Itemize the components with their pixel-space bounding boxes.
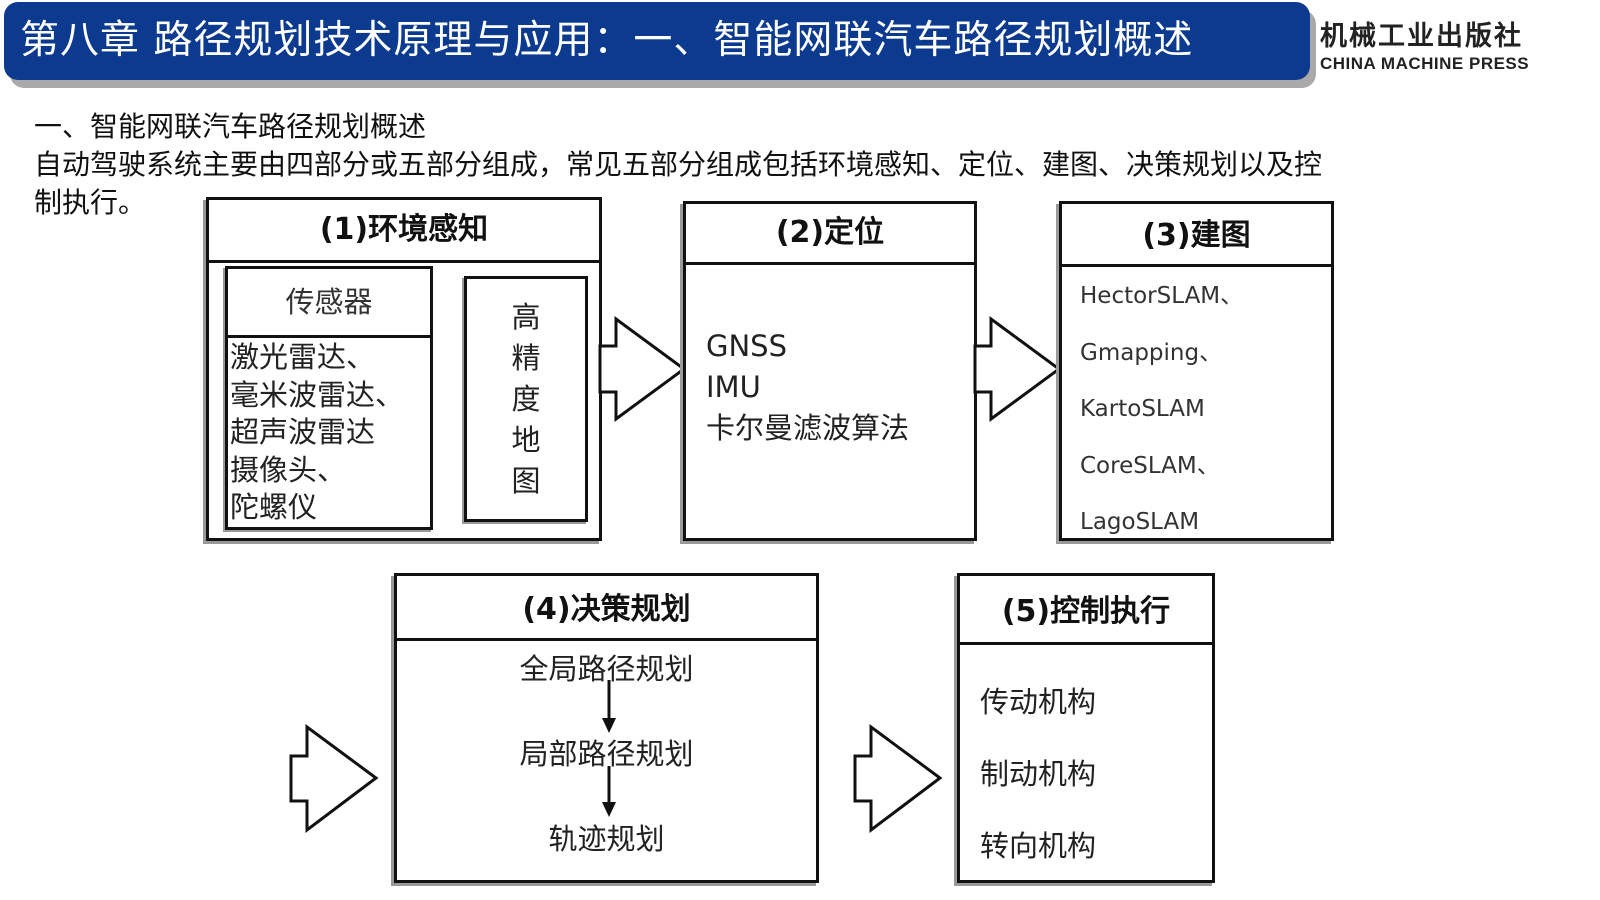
mapping-item: Gmapping、 [1080,339,1223,366]
section-heading: 一、智能网联汽车路径规划概述 [34,110,427,143]
flow-arrow-icon [598,316,687,422]
hd-map-label: 高 精 度 地 图 [467,297,585,502]
localization-list: GNSS IMU 卡尔曼滤波算法 [706,326,909,449]
down-arrow-icon [602,680,616,733]
slide-title: 第八章 路径规划技术原理与应用：一、智能网联汽车路径规划概述 [20,18,1194,63]
intro-text: 一、智能网联汽车路径规划概述 自动驾驶系统主要由四部分或五部分组成，常见五部分组… [34,108,1322,222]
localization-item: GNSS [706,329,787,363]
down-arrow-icon [602,766,616,817]
box-mapping: (3)建图 HectorSLAM、 Gmapping、 KartoSLAM Co… [1059,201,1334,541]
sensor-panel: 传感器 激光雷达、 毫米波雷达、 超声波雷达 摄像头、 陀螺仪 [225,266,433,530]
hd-map-char: 地 [511,423,541,457]
sensor-item: 激光雷达、 [230,340,376,374]
control-item: 制动机构 [980,757,1097,791]
planning-step: 全局路径规划 [519,652,694,686]
planning-step: 轨迹规划 [548,822,665,856]
box-environment-perception: (1)环境感知 传感器 激光雷达、 毫米波雷达、 超声波雷达 摄像头、 陀螺仪 … [206,197,602,541]
intro-line-1: 自动驾驶系统主要由四部分或五部分组成，常见五部分组成包括环境感知、定位、建图、决… [34,148,1323,181]
publisher-name-en: CHINA MACHINE PRESS [1320,54,1530,73]
hd-map-char: 精 [511,341,541,375]
mapping-list: HectorSLAM、 Gmapping、 KartoSLAM CoreSLAM… [1080,268,1243,551]
planning-step: 局部路径规划 [519,737,694,771]
hd-map-char: 度 [511,382,541,416]
hd-map-char: 高 [511,300,541,334]
mapping-item: CoreSLAM、 [1080,452,1220,479]
sensor-item: 陀螺仪 [230,490,318,524]
flow-arrow-icon [853,724,943,834]
box-title: (2)定位 [686,204,974,265]
sensor-list: 激光雷达、 毫米波雷达、 超声波雷达 摄像头、 陀螺仪 [230,339,404,527]
header-banner: 第八章 路径规划技术原理与应用：一、智能网联汽车路径规划概述 [4,2,1310,80]
box-title: (5)控制执行 [960,576,1212,645]
control-list: 传动机构 制动机构 转向机构 [980,666,1096,882]
box-title: (1)环境感知 [209,200,599,263]
mapping-item: KartoSLAM [1080,396,1205,422]
flow-arrow-icon [973,316,1062,422]
publisher-name-cn: 机械工业出版社 [1320,21,1523,52]
sensor-item: 超声波雷达 [230,415,376,449]
publisher-logo: 机械工业出版社 CHINA MACHINE PRESS [1320,22,1596,74]
box-title: (3)建图 [1062,204,1331,267]
localization-item: IMU [706,370,761,404]
mapping-item: LagoSLAM [1080,509,1200,535]
sensor-item: 摄像头、 [230,452,347,487]
control-item: 转向机构 [980,829,1097,863]
box-decision-planning: (4)决策规划 全局路径规划 局部路径规划 轨迹规划 [394,573,819,883]
sensor-title: 传感器 [228,269,430,338]
intro-line-2: 制执行。 [34,186,147,219]
box-localization: (2)定位 GNSS IMU 卡尔曼滤波算法 [683,201,977,541]
hd-map-char: 图 [511,464,541,498]
box-title: (4)决策规划 [397,576,816,641]
localization-item: 卡尔曼滤波算法 [706,411,910,445]
flow-arrow-icon [289,724,379,834]
mapping-item: HectorSLAM、 [1080,283,1244,309]
hd-map-panel: 高 精 度 地 图 [464,276,588,522]
control-item: 传动机构 [980,685,1097,719]
box-control-execution: (5)控制执行 传动机构 制动机构 转向机构 [957,573,1215,883]
sensor-item: 毫米波雷达、 [230,377,405,412]
